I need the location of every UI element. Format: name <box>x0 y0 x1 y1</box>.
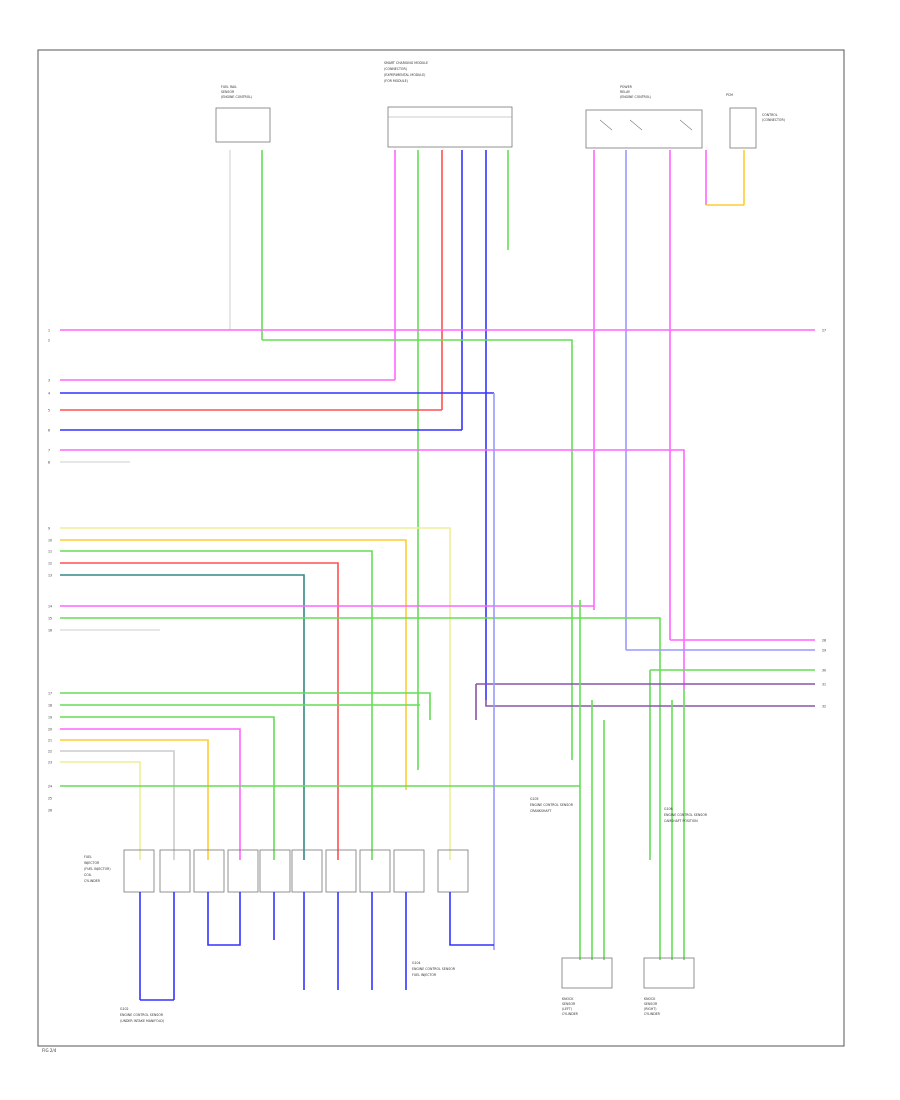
knock-right-label-4: CYLINDER <box>644 1012 661 1016</box>
left-terminal-25: 25 <box>48 797 52 801</box>
left-terminal-5: 5 <box>48 409 50 413</box>
knock-right-label-1: KNOCK <box>644 997 656 1001</box>
module-label-3: (EXPERIMENTAL MODULE) <box>384 73 425 77</box>
left-terminal-8: 8 <box>48 461 50 465</box>
right-note: G106 ENGINE CONTROL SENSOR CAMSHAFT POSI… <box>664 807 708 823</box>
left-terminal-10: 10 <box>48 539 52 543</box>
right-note-1: G106 <box>664 807 673 811</box>
module-label-2: (CONNECTOR) <box>384 67 407 71</box>
left-terminal-11: 11 <box>48 550 52 554</box>
left-terminal-2: 2 <box>48 339 50 343</box>
left-terminal-26: 26 <box>48 809 52 813</box>
left-terminal-13: 13 <box>48 574 52 578</box>
relay-connector: POWER RELAY (ENGINE CONTROL) <box>585 85 703 149</box>
right-terminal-31: 31 <box>822 683 826 687</box>
inj-label-4: COIL <box>84 873 92 877</box>
inj-label-5: CYLINDER <box>84 879 101 883</box>
center-note-1: G104 <box>412 961 421 965</box>
left-terminal-12: 12 <box>48 562 52 566</box>
left-terminal-7: 7 <box>48 449 50 453</box>
right-note-3: CAMSHAFT POSITION <box>664 819 698 823</box>
knock-left-label-3: (LEFT) <box>562 1007 572 1011</box>
figure-footer: FIG 2/4 <box>42 1048 57 1053</box>
right-terminal-28: 28 <box>822 639 826 643</box>
diagram-frame <box>37 49 845 1047</box>
center-note: G104 ENGINE CONTROL SENSOR FUEL INJECTOR <box>412 961 456 977</box>
group-label-3: (UNDER INTAKE MANIFOLD) <box>120 1019 164 1023</box>
relay-label-2: RELAY <box>620 90 630 94</box>
left-terminal-4: 4 <box>48 392 50 396</box>
left-terminal-3: 3 <box>48 379 50 383</box>
left-terminal-21: 21 <box>48 739 52 743</box>
top-drops <box>229 150 745 770</box>
left-terminal-19: 19 <box>48 716 52 720</box>
left-sensor-label-1: FUEL RAIL <box>221 85 237 89</box>
right-terminal-27: 27 <box>822 329 826 333</box>
mid-note-3: CRANKSHAFT <box>530 809 551 813</box>
knock-right-label-2: SENSOR <box>644 1002 658 1006</box>
injector-row <box>123 849 469 893</box>
right-terminal-32: 32 <box>822 705 826 709</box>
right-terminal-numbers: 27 28 29 30 31 32 <box>822 329 826 709</box>
knock-left-label-4: CYLINDER <box>562 1012 579 1016</box>
pcm-connector: PCM CONTROL (CONNECTOR) <box>726 93 785 149</box>
left-terminal-15: 15 <box>48 617 52 621</box>
left-terminal-24: 24 <box>48 785 52 789</box>
right-risers <box>493 393 685 960</box>
center-note-3: FUEL INJECTOR <box>412 973 437 977</box>
pcm-label-2: CONTROL <box>762 113 778 117</box>
knock-sensor-right: KNOCK SENSOR (RIGHT) CYLINDER <box>643 957 695 1016</box>
right-terminal-30: 30 <box>822 669 826 673</box>
module-label-4: (FOR MODULE) <box>384 79 408 83</box>
left-terminal-6: 6 <box>48 429 50 433</box>
left-terminal-20: 20 <box>48 728 52 732</box>
inj-label-3: (FUEL INJECTOR) <box>84 867 111 871</box>
injector-left-labels: FUEL INJECTOR (FUEL INJECTOR) COIL CYLIN… <box>84 855 111 883</box>
left-terminal-23: 23 <box>48 761 52 765</box>
injector-grounds <box>139 892 494 1001</box>
mid-note-1: G105 <box>530 797 539 801</box>
inj-label-1: FUEL <box>84 855 92 859</box>
mid-note: G105 ENGINE CONTROL SENSOR CRANKSHAFT <box>530 797 574 813</box>
left-terminal-14: 14 <box>48 605 52 609</box>
right-note-2: ENGINE CONTROL SENSOR <box>664 813 708 817</box>
knock-left-label-2: SENSOR <box>562 1002 576 1006</box>
knock-sensor-left: KNOCK SENSOR (LEFT) CYLINDER <box>561 957 613 1016</box>
group-label-1: G102 <box>120 1007 129 1011</box>
knock-right-label-3: (RIGHT) <box>644 1007 656 1011</box>
pcm-label-1: PCM <box>726 93 733 97</box>
mid-note-2: ENGINE CONTROL SENSOR <box>530 803 574 807</box>
left-terminal-16: 16 <box>48 629 52 633</box>
left-terminal-17: 17 <box>48 692 52 696</box>
left-sensor-label-2: SENSOR <box>221 90 235 94</box>
injector-group-label: G102 ENGINE CONTROL SENSOR (UNDER INTAKE… <box>120 1007 164 1023</box>
left-terminal-numbers: 1234567891011121314151617181920212223242… <box>48 329 52 813</box>
group-label-2: ENGINE CONTROL SENSOR <box>120 1013 164 1017</box>
module-label-1: SMART CHARGING MODULE <box>384 61 428 65</box>
left-sensor-connector: FUEL RAIL SENSOR (ENGINE CONTROL) <box>215 85 271 143</box>
bus-lines <box>60 329 815 860</box>
left-terminal-9: 9 <box>48 527 50 531</box>
left-terminal-18: 18 <box>48 704 52 708</box>
center-note-2: ENGINE CONTROL SENSOR <box>412 967 456 971</box>
left-terminal-1: 1 <box>48 329 50 333</box>
main-module-connector: SMART CHARGING MODULE (CONNECTOR) (EXPER… <box>384 61 513 148</box>
relay-label-3: (ENGINE CONTROL) <box>620 95 651 99</box>
inj-label-2: INJECTOR <box>84 861 100 865</box>
pcm-label-3: (CONNECTOR) <box>762 118 785 122</box>
right-terminal-29: 29 <box>822 649 826 653</box>
left-sensor-label-3: (ENGINE CONTROL) <box>221 95 252 99</box>
relay-label-1: POWER <box>620 85 633 89</box>
knock-left-label-1: KNOCK <box>562 997 574 1001</box>
left-terminal-22: 22 <box>48 750 52 754</box>
